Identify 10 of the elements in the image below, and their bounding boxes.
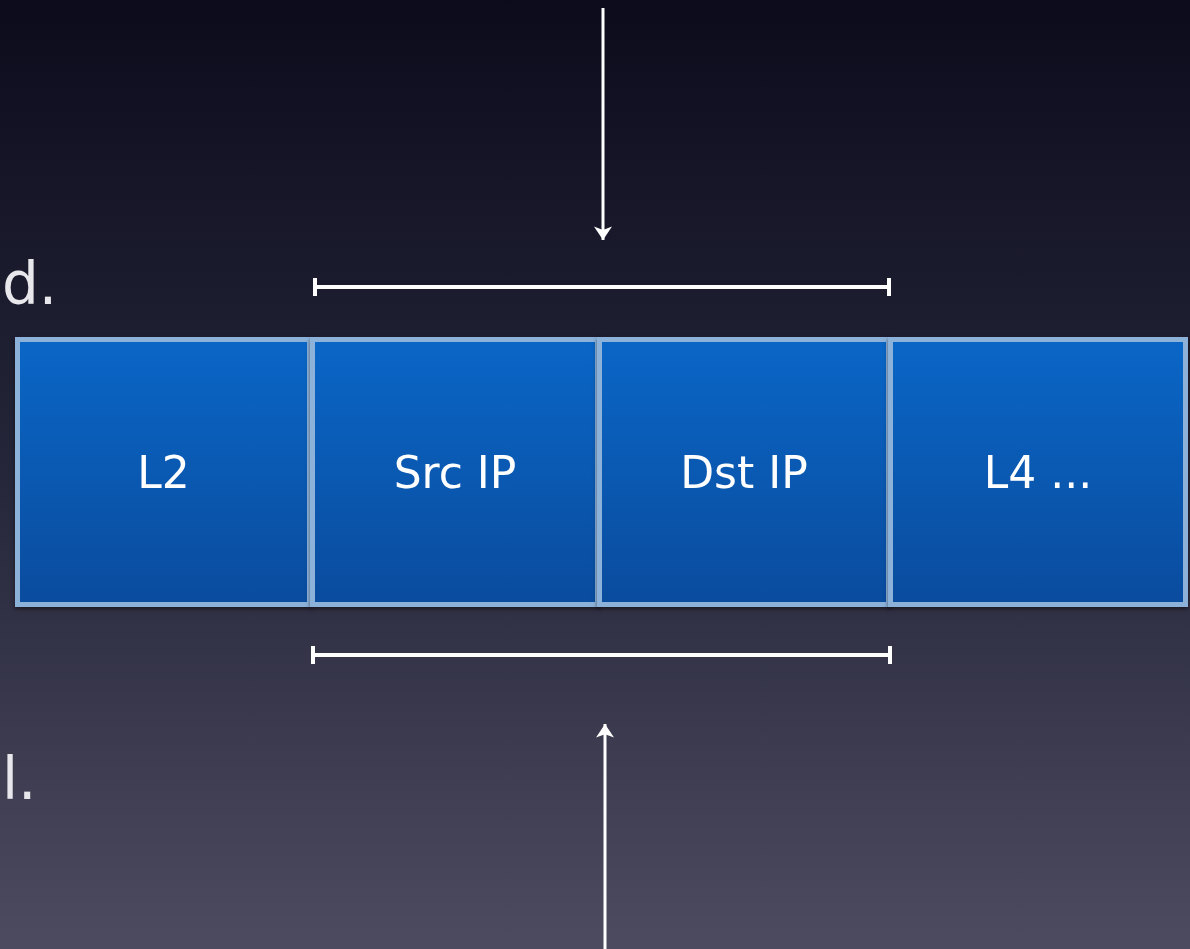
field-label: Src IP — [393, 446, 517, 498]
field-label: Dst IP — [680, 446, 808, 498]
field-box — [888, 337, 1188, 607]
text-fragment: d. — [2, 250, 58, 318]
text-fragment: l. — [2, 745, 37, 813]
field-box — [15, 337, 312, 607]
field-box — [310, 337, 600, 607]
field-label: L4 ... — [983, 446, 1093, 498]
field-box — [597, 337, 891, 607]
field-label: L2 — [137, 446, 190, 498]
